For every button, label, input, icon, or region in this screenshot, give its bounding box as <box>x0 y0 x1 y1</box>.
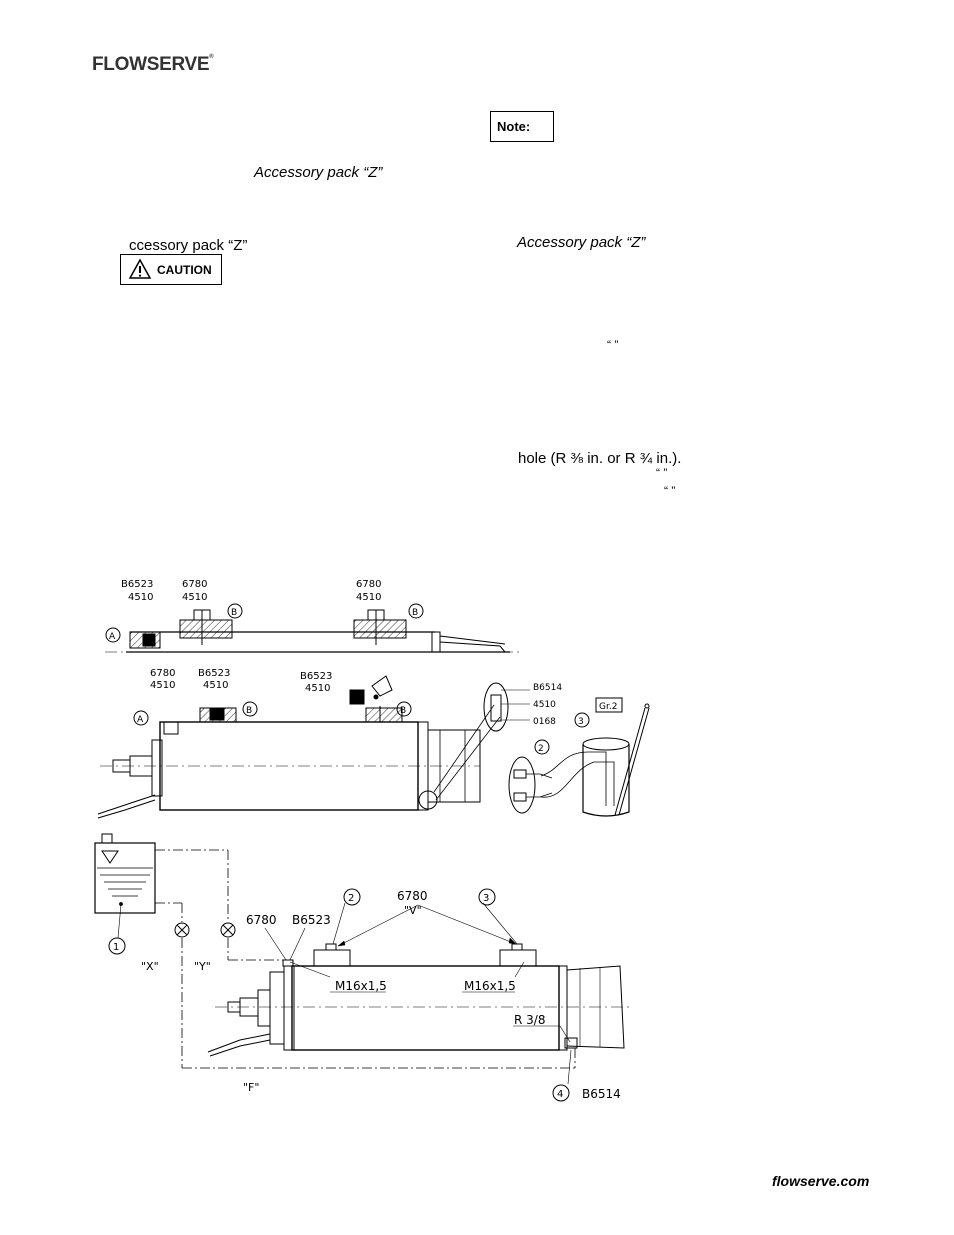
label-r38: R 3/8 <box>514 1013 545 1027</box>
note-box <box>490 111 554 142</box>
circle-label-b-top-1: B <box>231 608 237 618</box>
label-m16-a: M16x1,5 <box>335 979 387 993</box>
accessory-pack-text-3: Accessory pack “Z” <box>517 234 646 251</box>
circle-label-b-mid-1: B <box>246 706 252 716</box>
label-x: "X" <box>141 960 159 973</box>
circle-label-b-top-2: B <box>412 608 418 618</box>
label-gr2: Gr.2 <box>599 702 617 712</box>
label-b6523-top: B6523 <box>121 579 153 590</box>
label-6780-mid: 6780 <box>150 668 175 679</box>
circle-label-3-mid: 3 <box>578 717 584 727</box>
quote-marks-1: “ ” <box>607 338 619 352</box>
middle-view-labels: 6780 4510 B6523 4510 B6523 4510 B6514 45… <box>150 668 562 727</box>
label-v: "V" <box>404 904 422 917</box>
accessory-pack-text-2: ccessory pack “Z” <box>129 237 248 254</box>
caution-label: CAUTION <box>157 263 212 277</box>
label-0168-mid: 0168 <box>533 717 556 727</box>
quote-marks-3: “ ” <box>664 484 676 498</box>
label-4510-top-b: 4510 <box>182 592 207 603</box>
label-b6523-mid-b: B6523 <box>300 671 332 682</box>
label-4510-top-a: 4510 <box>128 592 153 603</box>
flowserve-logo: FLOWSERVE® <box>92 54 214 75</box>
label-6780-top-a: 6780 <box>182 579 207 590</box>
hole-size-text: hole (R ⅜ in. or R ¾ in.). <box>518 450 682 467</box>
label-4510-mid-d: 4510 <box>533 700 556 710</box>
circle-label-4-bottom: 4 <box>557 1089 563 1100</box>
label-4510-mid-c: 4510 <box>305 683 330 694</box>
label-6780-bottom-a: 6780 <box>246 913 277 927</box>
quote-marks-2: “ ” <box>656 466 668 480</box>
bottom-view-labels: "X" "Y" 6780 B6523 6780 "V" M16x1,5 M16x… <box>141 889 621 1101</box>
label-b6514-mid: B6514 <box>533 683 562 693</box>
label-y: "Y" <box>194 960 211 973</box>
label-b6523-mid: B6523 <box>198 668 230 679</box>
footer-website: flowserve.com <box>772 1173 870 1189</box>
warning-triangle-icon <box>128 258 152 279</box>
circle-label-a-top: A <box>109 632 116 642</box>
circle-label-1-bottom: 1 <box>113 942 119 953</box>
label-6780-top-b: 6780 <box>356 579 381 590</box>
circle-label-3-bottom: 3 <box>483 893 489 904</box>
label-m16-b: M16x1,5 <box>464 979 516 993</box>
label-b6523-bottom: B6523 <box>292 913 331 927</box>
label-4510-mid-b: 4510 <box>203 680 228 691</box>
accessory-pack-text-1: Accessory pack “Z” <box>254 164 383 181</box>
caution-box <box>120 254 222 285</box>
circle-label-b-mid-2: B <box>400 706 406 716</box>
label-6780-bottom-b: 6780 <box>397 889 428 903</box>
bottom-schematic-view <box>94 833 630 1085</box>
circle-label-2-bottom: 2 <box>348 893 354 904</box>
label-b6514-bottom: B6514 <box>582 1087 621 1101</box>
note-label: Note: <box>497 119 531 134</box>
middle-motor-view <box>97 675 650 819</box>
circle-label-2-mid: 2 <box>538 744 544 754</box>
label-f: "F" <box>243 1081 259 1094</box>
circle-label-a-mid: A <box>137 715 144 725</box>
top-view-labels: B6523 4510 6780 4510 6780 4510 <box>121 579 381 603</box>
label-4510-mid-a: 4510 <box>150 680 175 691</box>
top-section-view <box>105 609 520 653</box>
label-4510-top-c: 4510 <box>356 592 381 603</box>
